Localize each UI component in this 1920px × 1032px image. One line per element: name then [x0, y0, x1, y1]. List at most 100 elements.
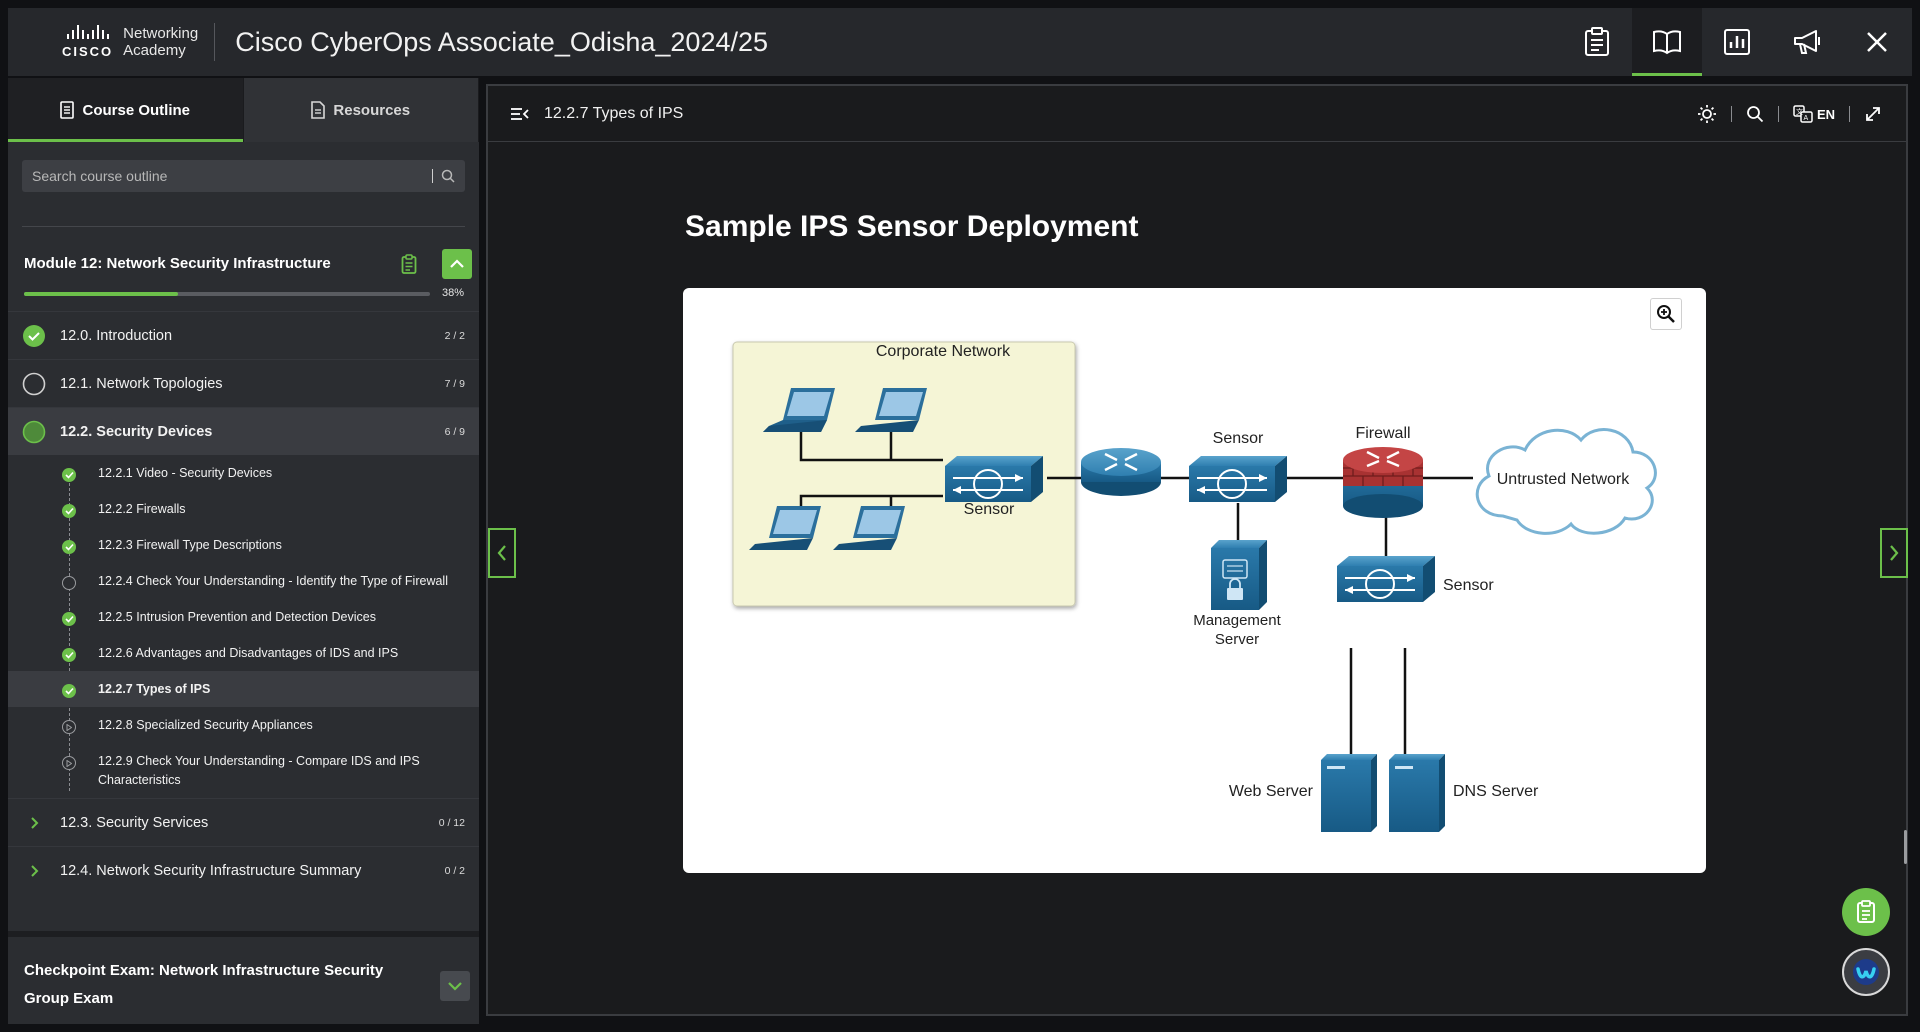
page-breadcrumb: 12.2.7 Types of IPS	[544, 104, 684, 122]
section-label: 12.3. Security Services	[60, 814, 209, 831]
chevron-right-icon	[1890, 545, 1899, 561]
subsection-item[interactable]: 12.2.6 Advantages and Disadvantages of I…	[8, 635, 479, 671]
section-label: 12.0. Introduction	[60, 327, 173, 344]
module-header[interactable]: Module 12: Network Security Infrastructu…	[8, 227, 479, 311]
subsection-item[interactable]: 12.2.2 Firewalls	[8, 491, 479, 527]
fullscreen-icon[interactable]	[1864, 105, 1882, 123]
module-title: Module 12: Network Security Infrastructu…	[24, 255, 331, 272]
ips-sensor-switch	[945, 456, 1043, 502]
dns-server-label: DNS Server	[1453, 783, 1539, 800]
subsection-item[interactable]: 12.2.8 Specialized Security Appliances	[8, 707, 479, 743]
untrusted-network-label: Untrusted Network	[1497, 471, 1630, 488]
webex-button[interactable]	[1842, 948, 1890, 996]
subsection-item[interactable]: 12.2.1 Video - Security Devices	[8, 455, 479, 491]
check-icon	[62, 648, 76, 662]
management-label-line1: Management	[1193, 612, 1281, 629]
announcements-button[interactable]	[1772, 8, 1842, 76]
outline-icon	[60, 101, 75, 119]
course-sidebar: Course Outline Resources Module 12: Netw…	[8, 78, 479, 1024]
previous-page-button[interactable]	[488, 528, 516, 578]
top-bar: CISCO Networking Academy Cisco CyberOps …	[8, 8, 1912, 76]
subsection-item-current[interactable]: 12.2.7 Types of IPS	[8, 671, 479, 707]
search-separator	[432, 169, 433, 183]
subsection-item[interactable]: 12.2.3 Firewall Type Descriptions	[8, 527, 479, 563]
web-server-icon	[1321, 754, 1377, 832]
svg-text:文: 文	[1796, 107, 1803, 116]
brand-line1: Networking	[123, 25, 199, 42]
section-label: 12.1. Network Topologies	[60, 375, 223, 392]
progress-ring-icon	[22, 420, 46, 444]
chevron-left-icon	[497, 545, 506, 561]
module-clipboard-button[interactable]	[401, 254, 417, 279]
module-progress-label: 38%	[442, 287, 465, 299]
grades-button[interactable]	[1702, 8, 1772, 76]
tab-resources-label: Resources	[333, 101, 411, 119]
content-scrollbar[interactable]	[1904, 830, 1907, 864]
section-12-1[interactable]: 12.1. Network Topologies 7 / 9	[8, 359, 479, 407]
section-12-4[interactable]: 12.4. Network Security Infrastructure Su…	[8, 846, 479, 894]
section-12-3[interactable]: 12.3. Security Services 0 / 12	[8, 798, 479, 846]
laptop-icon	[763, 388, 835, 432]
brand-line2: Academy	[123, 42, 186, 59]
web-server-label: Web Server	[1229, 783, 1314, 800]
section-label: 12.4. Network Security Infrastructure Su…	[60, 862, 362, 879]
check-icon	[62, 504, 76, 518]
book-button[interactable]	[1632, 8, 1702, 76]
section-12-2[interactable]: 12.2. Security Devices 6 / 9	[8, 407, 479, 455]
progress-ring-icon	[22, 372, 46, 396]
language-label: EN	[1816, 106, 1835, 122]
module-collapse-button[interactable]	[442, 249, 472, 279]
menu-collapse-icon	[511, 107, 529, 120]
tab-course-outline-label: Course Outline	[82, 101, 190, 119]
corporate-network-label: Corporate Network	[876, 343, 1011, 360]
brightness-icon[interactable]	[1697, 104, 1717, 124]
networking-academy-logo[interactable]: CISCO Networking Academy	[62, 20, 198, 64]
section-count: 0 / 2	[444, 864, 465, 877]
subsection-item[interactable]: 12.2.9 Check Your Understanding - Compar…	[8, 743, 479, 798]
section-count: 6 / 9	[444, 425, 465, 438]
tab-course-outline[interactable]: Course Outline	[8, 78, 244, 142]
clipboard-icon	[1857, 900, 1875, 923]
floating-clipboard-button[interactable]	[1842, 888, 1890, 936]
course-title: Cisco CyberOps Associate_Odisha_2024/25	[235, 26, 769, 57]
module-progress-fill	[24, 292, 179, 296]
cisco-bars-icon	[66, 25, 109, 39]
router-icon	[1081, 448, 1161, 496]
subsection-label: 12.2.2 Firewalls	[98, 502, 186, 516]
chevron-right-icon	[22, 811, 46, 835]
firewall-label: Firewall	[1355, 425, 1410, 442]
subsection-label: 12.2.3 Firewall Type Descriptions	[98, 538, 282, 552]
search-icon[interactable]	[1746, 105, 1764, 123]
tool-separator	[1849, 106, 1850, 122]
checkpoint-expand-button[interactable]	[440, 971, 470, 1001]
subsection-item[interactable]: 12.2.4 Check Your Understanding - Identi…	[8, 563, 479, 599]
sensor-label: Sensor	[1443, 577, 1494, 594]
subsection-label: 12.2.6 Advantages and Disadvantages of I…	[98, 646, 399, 660]
section-count: 0 / 12	[438, 816, 465, 829]
search-input[interactable]	[32, 168, 432, 184]
management-server-icon	[1211, 540, 1267, 610]
clipboard-button[interactable]	[1562, 8, 1632, 76]
subsection-label: 12.2.4 Check Your Understanding - Identi…	[98, 574, 448, 588]
section-12-0[interactable]: 12.0. Introduction 2 / 2	[8, 311, 479, 359]
subsection-item[interactable]: 12.2.5 Intrusion Prevention and Detectio…	[8, 599, 479, 635]
menu-collapse-button[interactable]	[510, 107, 530, 121]
next-page-button[interactable]	[1880, 528, 1908, 578]
ips-deployment-diagram: Corporate Network	[683, 288, 1706, 873]
svg-text:A: A	[1803, 115, 1808, 122]
check-icon	[62, 468, 76, 482]
ips-sensor-switch	[1337, 556, 1435, 602]
zoom-button[interactable]	[1650, 298, 1682, 330]
tab-resources[interactable]: Resources	[243, 78, 479, 142]
page-heading: Sample IPS Sensor Deployment	[685, 210, 1139, 243]
dns-server-icon	[1389, 754, 1445, 832]
sidebar-divider	[22, 226, 465, 227]
chevron-up-icon	[450, 259, 464, 268]
module-progress-bar	[24, 292, 430, 296]
search-icon[interactable]	[441, 169, 455, 183]
close-button[interactable]	[1842, 8, 1912, 76]
tool-separator	[1730, 106, 1732, 122]
checkpoint-exam-header[interactable]: Checkpoint Exam: Network Infrastructure …	[8, 931, 479, 1024]
